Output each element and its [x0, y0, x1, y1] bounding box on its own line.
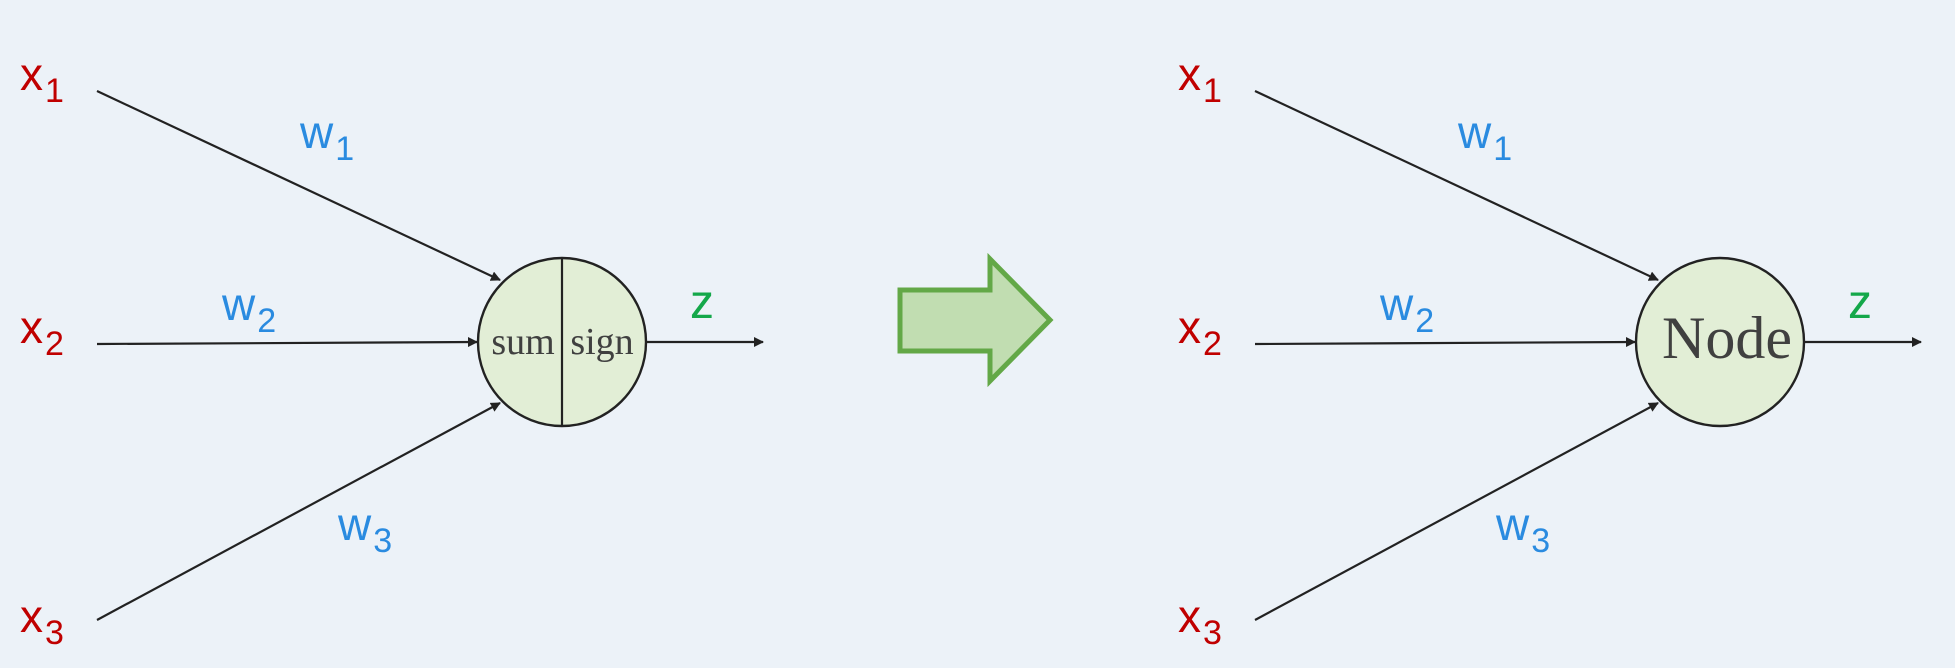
- input-label-x2: x2: [20, 301, 64, 363]
- left-diagram: sum sign x1 x2 x3 w1 w2 w3 z: [20, 48, 764, 652]
- input-label-x2: x2: [1178, 301, 1222, 363]
- node-sum-label: sum: [491, 321, 554, 363]
- edge-x1-to-node: [96, 90, 501, 281]
- edge-x3-to-node: [96, 402, 501, 621]
- transform-arrow-icon: [897, 252, 1054, 388]
- output-label-z: z: [690, 276, 714, 329]
- input-label-x3: x3: [1178, 590, 1222, 652]
- right-diagram: Node x1 x2 x3 w1 w2 w3 z: [1178, 48, 1922, 652]
- edge-x1-to-node: [1254, 90, 1659, 281]
- weight-label-w3: w3: [337, 498, 392, 560]
- edge-x2-to-node: [96, 337, 478, 348]
- edge-x3-to-node: [1254, 402, 1659, 621]
- weight-label-w1: w1: [1457, 106, 1512, 168]
- weight-label-w2: w2: [221, 278, 276, 340]
- weight-label-w1: w1: [299, 106, 354, 168]
- output-label-z: z: [1848, 276, 1872, 329]
- input-label-x1: x1: [20, 48, 64, 110]
- weight-label-w3: w3: [1495, 498, 1550, 560]
- node-circle: [1634, 256, 1806, 428]
- edge-x2-to-node: [1254, 337, 1636, 348]
- input-label-x1: x1: [1178, 48, 1222, 110]
- weight-label-w2: w2: [1379, 278, 1434, 340]
- node-label: Node: [1662, 305, 1792, 371]
- input-label-x3: x3: [20, 590, 64, 652]
- node-sign-label: sign: [570, 321, 633, 363]
